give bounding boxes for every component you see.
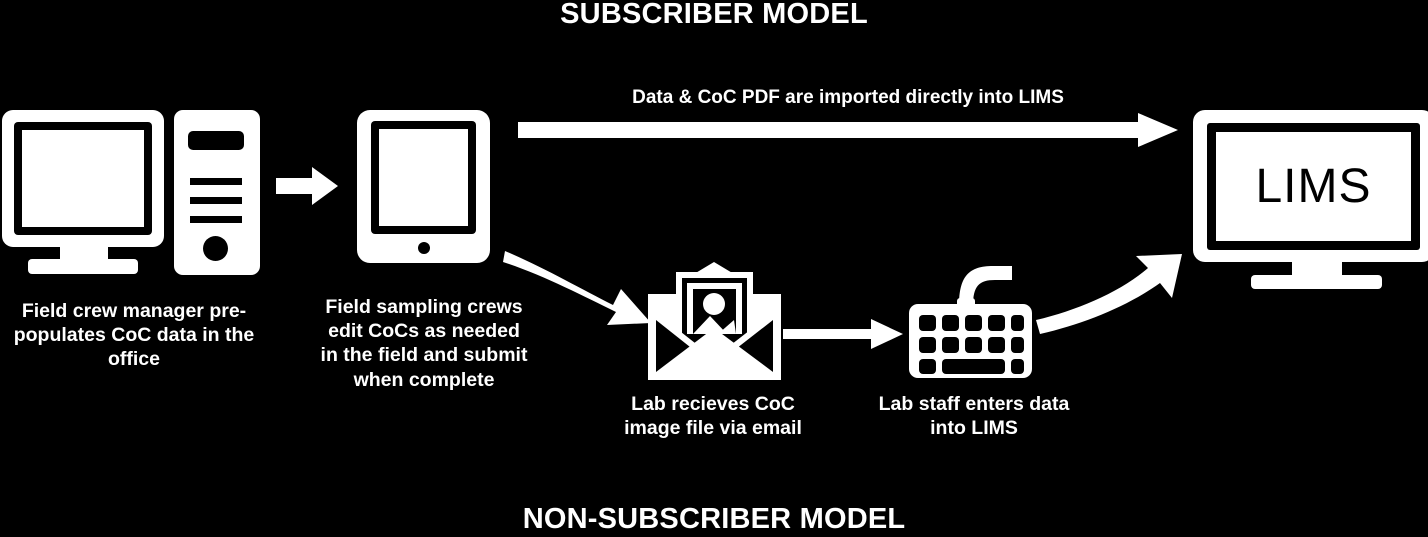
keyboard-spacebar: [942, 359, 1005, 374]
long-arrow-right-icon: [518, 113, 1178, 147]
tablet-screen: [379, 129, 468, 226]
tower-drive-slot: [188, 131, 244, 150]
keyboard-key: [942, 315, 959, 331]
keyboard-icon: [907, 258, 1034, 380]
desktop-monitor-bezel: [14, 122, 152, 235]
photo-mountain-icon: [718, 320, 736, 334]
tablet-bezel: [371, 121, 476, 234]
lims-monitor-frame: LIMS: [1193, 110, 1428, 262]
desktop-monitor-screen: [22, 130, 144, 227]
keyboard-key: [919, 359, 936, 374]
envelope-with-photo-icon: [648, 262, 781, 382]
tower-power-button-icon: [203, 236, 228, 261]
arrow-right-icon: [783, 318, 903, 350]
envelope-left-panel: [648, 294, 678, 330]
desktop-tower: [174, 110, 260, 275]
keyboard-key: [988, 337, 1005, 353]
keyboard-key: [942, 337, 959, 353]
desktop-monitor-neck: [60, 247, 108, 259]
non-subscriber-model-title: NON-SUBSCRIBER MODEL: [522, 503, 906, 535]
keyboard-caption: Lab staff enters data into LIMS: [878, 393, 1070, 440]
desktop-caption: Field crew manager pre-populates CoC dat…: [13, 300, 255, 371]
envelope-caption: Lab recieves CoC image file via email: [624, 393, 802, 440]
tablet-home-button-icon: [418, 242, 430, 254]
lims-monitor-base: [1251, 275, 1382, 289]
desktop-monitor-base: [28, 259, 138, 274]
keyboard-key: [919, 315, 936, 331]
envelope-back-flap-peak: [694, 262, 734, 274]
keyboard-key: [1011, 337, 1024, 353]
keyboard-key: [1011, 315, 1024, 331]
desktop-computer-icon: [2, 110, 268, 275]
subscriber-model-title: SUBSCRIBER MODEL: [560, 0, 868, 30]
keyboard-cable: [959, 266, 1012, 306]
lims-screen-label: LIMS: [1255, 159, 1372, 213]
tablet-caption: Field sampling crews edit CoCs as needed…: [320, 296, 528, 391]
photo-sun-icon: [703, 293, 725, 315]
desktop-monitor-frame: [2, 110, 164, 247]
import-flow-label: Data & CoC PDF are imported directly int…: [632, 87, 1064, 108]
keyboard-key: [919, 337, 936, 353]
envelope-front-flap: [656, 328, 773, 380]
keyboard-key: [1011, 359, 1024, 374]
tower-vent-line: [190, 178, 242, 185]
lims-monitor-neck: [1292, 262, 1342, 275]
photo-mountain-icon: [693, 316, 727, 334]
lims-monitor-bezel: LIMS: [1207, 123, 1420, 250]
tablet-icon: [357, 110, 490, 263]
curved-arrow-down-right-icon: [503, 245, 653, 335]
envelope-right-panel: [751, 294, 781, 330]
lims-monitor-screen: LIMS: [1216, 132, 1411, 241]
tablet-body: [357, 110, 490, 263]
keyboard-key: [965, 315, 982, 331]
keyboard-key: [965, 337, 982, 353]
curved-arrow-up-right-icon: [1036, 254, 1184, 336]
widescreen-monitor-icon: LIMS: [1193, 110, 1428, 300]
tower-vent-line: [190, 197, 242, 204]
keyboard-key: [988, 315, 1005, 331]
tower-vent-line: [190, 216, 242, 223]
block-arrow-right-icon: [276, 167, 338, 205]
